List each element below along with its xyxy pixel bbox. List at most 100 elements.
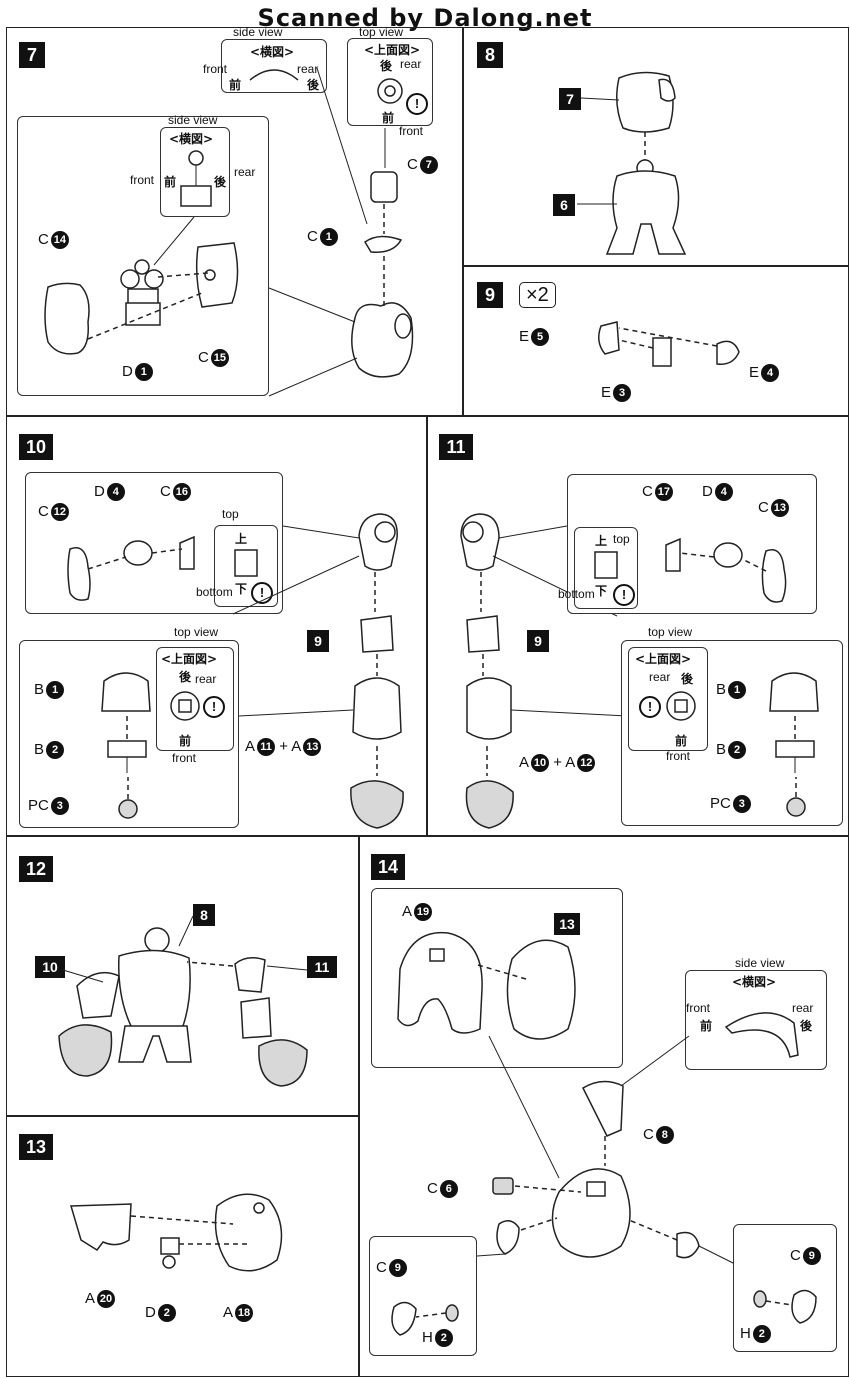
top-jp: 上 <box>235 532 248 546</box>
rear-jp-label: 後 <box>307 78 320 92</box>
part-e5-shape <box>598 321 620 355</box>
shoulder-arc-part <box>249 69 299 81</box>
part-e3-shape <box>652 337 672 367</box>
side-view-jp: <横図> <box>732 975 777 989</box>
rear-label: rear <box>297 62 319 76</box>
legs-shape <box>118 1025 192 1063</box>
part-a20-shape <box>70 1203 132 1252</box>
part-c16-shape <box>179 535 195 570</box>
top-view-jp: <上面図> <box>161 652 218 666</box>
waist-legs-shape <box>605 170 687 255</box>
warning-icon: ! <box>203 696 225 718</box>
step-number: 11 <box>439 434 473 460</box>
top-view-jp: <上面図> <box>635 652 692 666</box>
crest-side-shape <box>724 1012 799 1058</box>
step-number: 12 <box>19 856 53 882</box>
part-c15-shape <box>195 242 239 308</box>
part-b1-shape <box>101 672 151 712</box>
rear-label: rear <box>649 670 671 684</box>
top-view-front: front <box>399 124 424 138</box>
top-view-rear: rear <box>400 57 422 71</box>
part-c12-shape <box>67 547 91 601</box>
top-view-title: top view <box>359 25 404 39</box>
warning-icon: ! <box>406 93 428 115</box>
ref-step-7: 7 <box>559 88 581 110</box>
torso-upper-shape <box>616 71 674 133</box>
part-h2b-shape <box>753 1290 767 1308</box>
top-label: top <box>222 507 239 521</box>
inset-rear-label: rear <box>234 165 256 179</box>
step-number: 10 <box>19 434 53 460</box>
part-d1-shape <box>125 302 161 326</box>
elbow-shape <box>460 513 500 571</box>
bottom-jp: 下 <box>595 584 608 598</box>
right-arm-shape <box>76 971 120 1019</box>
front-label: front <box>666 749 691 763</box>
step-8-panel: 8 7 6 <box>462 27 849 267</box>
ref-step-13: 13 <box>554 913 580 935</box>
torso-shape <box>118 949 191 1032</box>
left-forearm-shape <box>240 997 272 1039</box>
ref-step-9: 9 <box>307 630 329 652</box>
orientation-box: 上 top 下 ! <box>574 527 638 609</box>
part-c8-shape <box>582 1080 624 1137</box>
right-fist-shape <box>58 1024 113 1077</box>
ref-step-9: 9 <box>527 630 549 652</box>
top-jp: 上 <box>595 534 608 548</box>
top-view-box: <上面図> rear 後 ! 前 <box>628 647 708 751</box>
top-view-jp: <上面図> <box>364 43 421 57</box>
side-view-title: side view <box>233 25 283 39</box>
part-e4-shape <box>716 340 740 365</box>
left-fist-shape <box>258 1039 308 1087</box>
part-a18-shape <box>214 1193 283 1272</box>
quantity-badge: ×2 <box>519 282 556 308</box>
part-h2a-shape <box>445 1304 459 1322</box>
top-view-box: <上面図> 後 rear ! 前 <box>156 647 234 751</box>
bottom-jp: 下 <box>235 582 248 596</box>
inset-side-view-title: side view <box>168 113 218 127</box>
ref-step-8: 8 <box>193 904 215 926</box>
step-7-panel: 7 side view <横図> front 前 rear 後 top view… <box>6 25 464 417</box>
part-pc3-shape <box>786 797 806 817</box>
warning-icon: ! <box>613 584 635 606</box>
part-a19-shape <box>397 931 483 1034</box>
part-pc3-shape <box>118 799 138 819</box>
bottom-label: bottom <box>196 585 233 599</box>
ref-step-10: 10 <box>35 956 65 978</box>
fist-shape <box>465 780 514 829</box>
elbow-shape <box>358 513 398 571</box>
top-view-rear-jp: 後 <box>380 59 393 73</box>
part-c1-shape <box>364 235 403 253</box>
warning-icon: ! <box>251 582 273 604</box>
ref-step-11: 11 <box>307 956 337 978</box>
front-label: front <box>203 62 228 76</box>
upper-arm-shape <box>360 615 394 653</box>
step13-assembly-shape <box>506 939 576 1040</box>
step-number: 8 <box>477 42 503 68</box>
part-c14-shape <box>44 282 90 355</box>
inset-front-label: front <box>130 173 155 187</box>
side-view-jp: <横図> <box>250 45 295 59</box>
